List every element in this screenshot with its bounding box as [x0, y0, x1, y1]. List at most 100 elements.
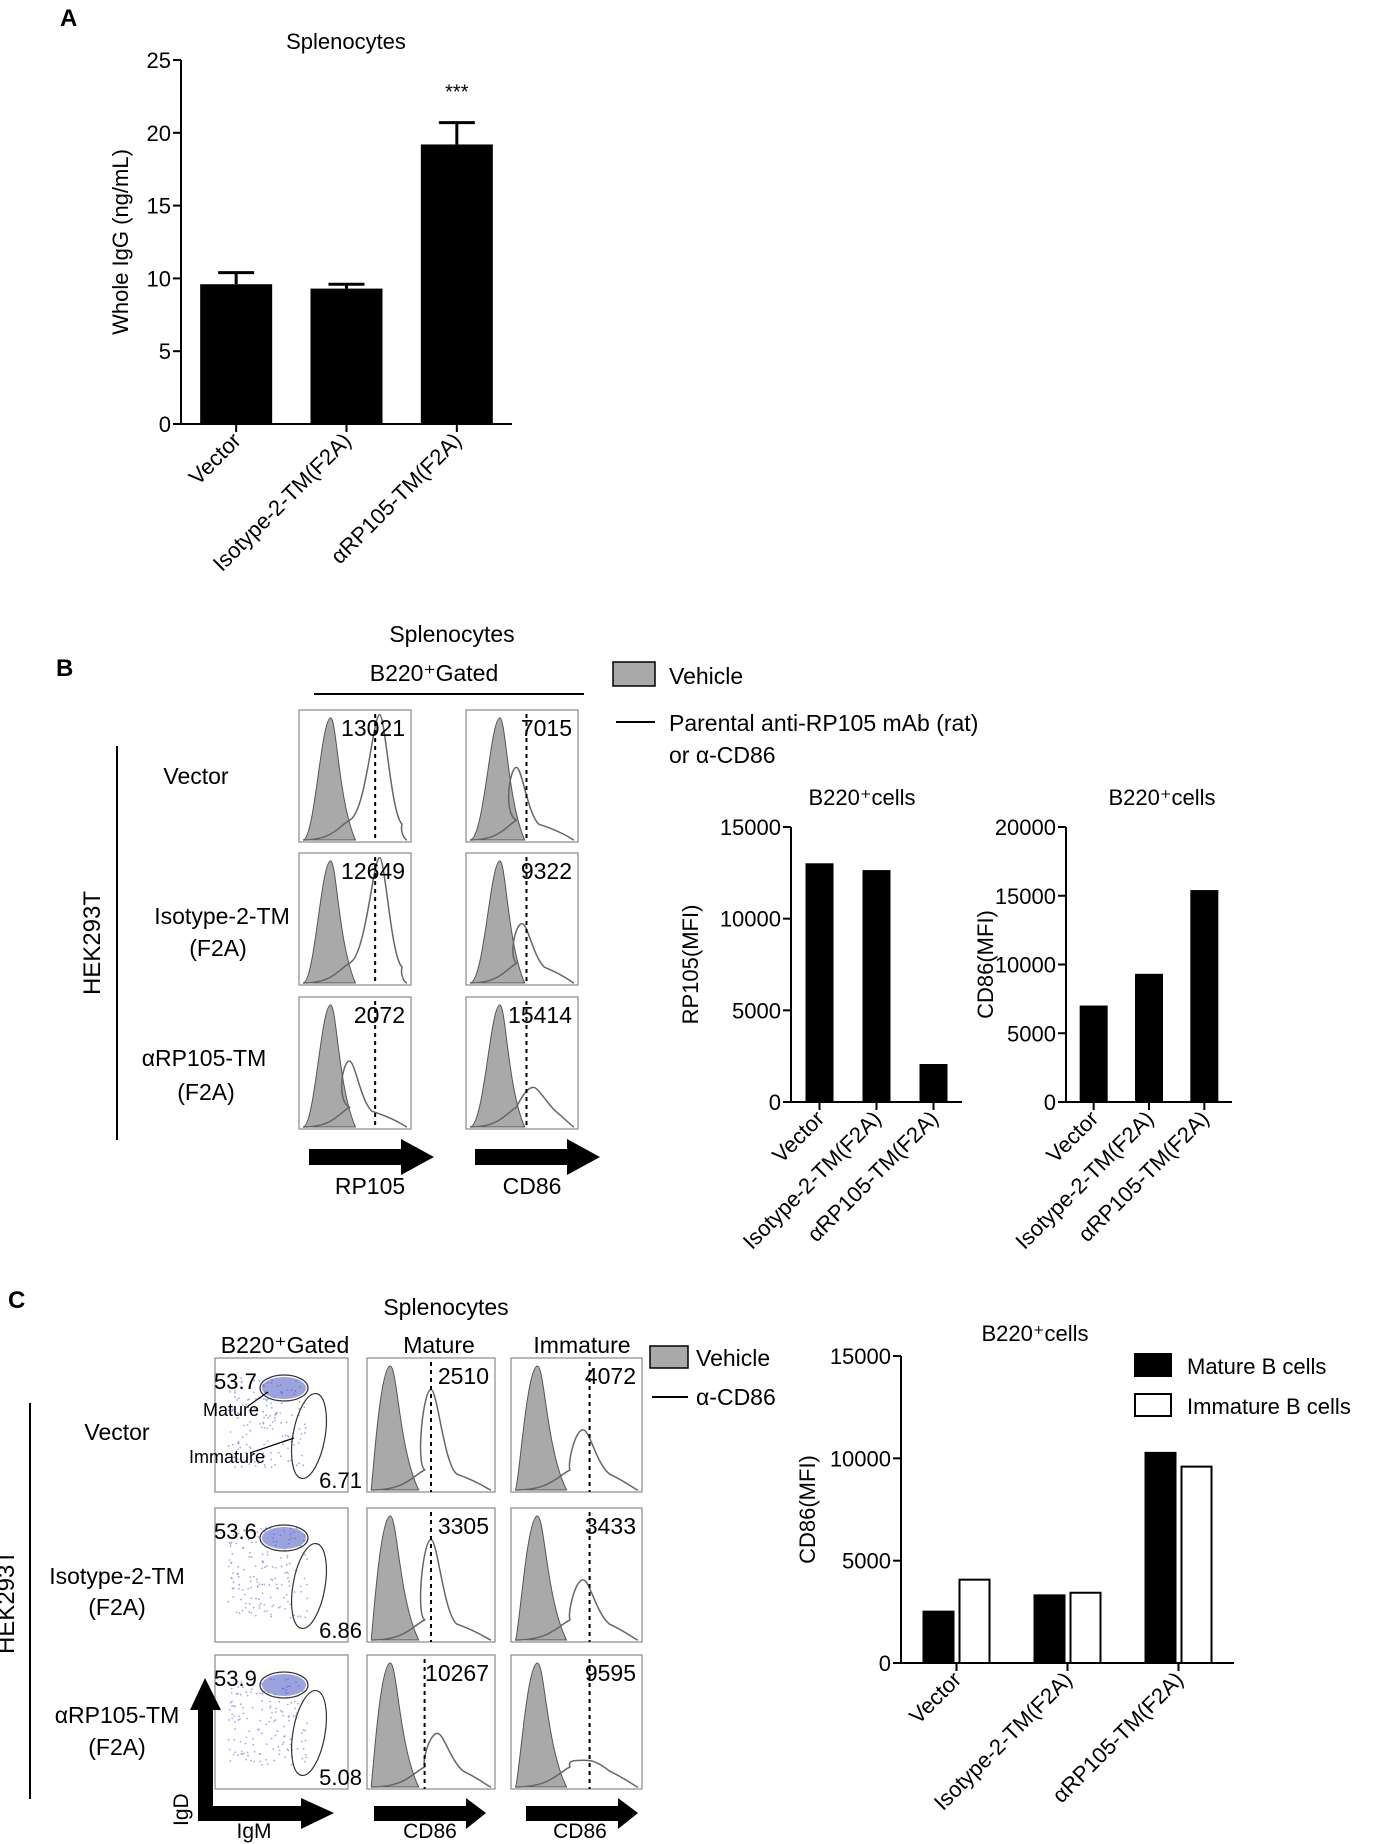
cell-dot	[290, 1763, 293, 1766]
cell-dot	[281, 1710, 284, 1713]
cell-dot	[269, 1415, 272, 1417]
cell-dot	[263, 1464, 266, 1466]
cell-dot	[238, 1612, 241, 1615]
cell-dot	[270, 1458, 273, 1461]
igd-axis-arrow	[190, 1678, 221, 1820]
cell-dot	[234, 1751, 237, 1754]
cell-dot	[263, 1443, 266, 1446]
cell-dot	[263, 1566, 266, 1569]
y-tick-label: 15000	[995, 884, 1056, 909]
cell-dot	[265, 1758, 267, 1761]
dot-plot: 53.95.08	[214, 1654, 362, 1790]
panel-c-label: C	[8, 1287, 25, 1314]
cell-dot	[259, 1422, 262, 1425]
mfi-value: 12649	[341, 858, 405, 884]
cell-dot	[231, 1408, 233, 1411]
cell-dot	[287, 1572, 289, 1575]
cell-dot	[274, 1463, 276, 1466]
cell-dot	[263, 1454, 265, 1457]
cell-dot	[281, 1443, 284, 1446]
cell-dot	[270, 1402, 272, 1405]
cell-dot	[233, 1456, 236, 1459]
cell-dot	[248, 1675, 251, 1678]
cell-dot	[296, 1702, 299, 1705]
cell-dot	[254, 1614, 257, 1617]
cell-dot	[289, 1616, 292, 1619]
cell-dot	[241, 1589, 244, 1591]
cell-dot	[247, 1538, 250, 1541]
row-label-2: (F2A)	[177, 1079, 235, 1105]
cell-dot	[287, 1447, 289, 1450]
cell-dot	[270, 1615, 272, 1618]
mfi-value: 3433	[585, 1513, 636, 1539]
cell-dot	[259, 1527, 262, 1530]
cell-dot	[282, 1714, 285, 1717]
cell-dot	[299, 1615, 302, 1618]
cell-dot	[262, 1452, 265, 1455]
cell-dot	[255, 1408, 258, 1411]
cell-dot	[248, 1610, 251, 1613]
mfi-value: 9595	[585, 1660, 636, 1686]
cell-dot	[304, 1616, 307, 1619]
cell-dot	[249, 1408, 251, 1411]
cell-dot	[289, 1738, 292, 1741]
cell-dot	[266, 1610, 269, 1612]
legend-c-vehicle-label: Vehicle	[696, 1345, 770, 1371]
cell-dot	[278, 1701, 281, 1703]
cell-dot	[234, 1389, 236, 1392]
cd86-mature-axis-arrow	[374, 1798, 486, 1829]
mfi-value: 2072	[354, 1002, 405, 1028]
cell-dot	[249, 1421, 252, 1423]
cell-dot	[237, 1587, 240, 1590]
y-tick-label: 5000	[842, 1549, 891, 1574]
gate-label-mature: Mature	[203, 1400, 259, 1420]
cell-dot	[262, 1561, 264, 1564]
cell-dot	[228, 1541, 231, 1544]
cell-dot	[248, 1463, 251, 1465]
cell-dot	[232, 1581, 235, 1584]
cell-dot	[249, 1691, 252, 1693]
col-head-mature: Mature	[403, 1332, 475, 1358]
row-label: Vector	[84, 1419, 150, 1445]
cell-dot	[283, 1725, 285, 1728]
cell-dot	[301, 1757, 304, 1760]
cell-dot	[296, 1615, 299, 1618]
bar	[310, 288, 383, 424]
cell-dot	[284, 1756, 287, 1759]
row-label-2: (F2A)	[88, 1594, 146, 1620]
bar	[200, 284, 273, 424]
cell-dot	[286, 1556, 289, 1559]
vehicle-histogram	[514, 1365, 568, 1491]
cell-dot	[265, 1723, 268, 1726]
cell-dot	[246, 1456, 248, 1459]
cell-dot	[249, 1580, 252, 1583]
cell-dot	[233, 1391, 236, 1394]
bar	[1079, 1005, 1108, 1102]
cell-dot	[253, 1750, 256, 1753]
cell-dot	[261, 1583, 263, 1586]
y-tick-label: 0	[1044, 1090, 1056, 1115]
percent-immature: 5.08	[319, 1765, 362, 1790]
y-axis-label: CD86(MFI)	[973, 910, 998, 1019]
legend-label: Immature B cells	[1187, 1394, 1351, 1419]
row-label: αRP105-TM	[142, 1045, 267, 1071]
cell-dot	[299, 1438, 302, 1440]
legend-line-label: Parental anti-RP105 mAb (rat)	[669, 710, 978, 736]
y-tick-label: 0	[879, 1651, 891, 1676]
cell-dot	[293, 1591, 296, 1593]
stained-histogram	[514, 1759, 639, 1788]
cell-dot	[227, 1445, 230, 1447]
cell-dot	[242, 1706, 244, 1709]
histogram: 3305	[366, 1507, 496, 1643]
cell-dot	[298, 1428, 301, 1431]
cell-dot	[275, 1707, 278, 1710]
panel-c-title: Splenocytes	[383, 1294, 508, 1320]
cell-dot	[237, 1412, 239, 1415]
legend-swatch	[1134, 1393, 1172, 1417]
stained-histogram	[469, 766, 575, 841]
cell-dot	[253, 1407, 256, 1410]
cell-dot	[258, 1379, 261, 1382]
cell-dot	[305, 1583, 308, 1586]
cell-dot	[303, 1760, 306, 1763]
